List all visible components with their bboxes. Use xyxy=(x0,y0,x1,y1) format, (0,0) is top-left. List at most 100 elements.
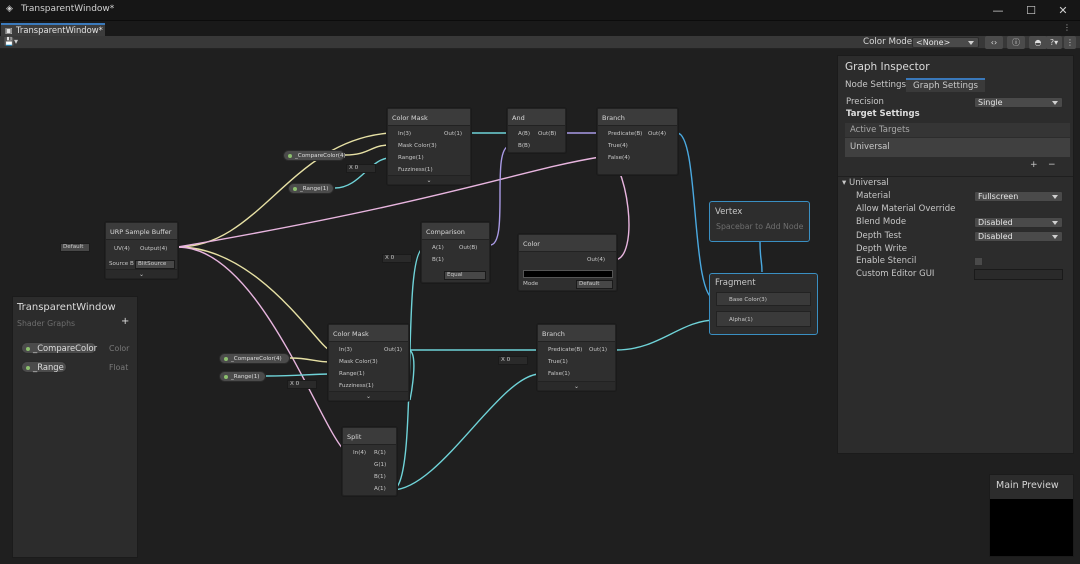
port-a[interactable]: A(1) xyxy=(432,245,444,251)
tab-graph-settings[interactable]: Graph Settings xyxy=(906,78,986,92)
port-mask-color[interactable]: Mask Color(3) xyxy=(398,143,437,149)
port-a[interactable]: A(B) xyxy=(518,131,531,137)
material-label: Material xyxy=(856,191,891,201)
node-expand-chevron-icon[interactable]: ⌄ xyxy=(106,269,177,278)
port-out[interactable]: Out(1) xyxy=(444,131,463,137)
add-property-button[interactable]: + xyxy=(121,316,130,327)
code-icon[interactable]: ‹› xyxy=(985,36,1003,49)
tab-node-settings[interactable]: Node Settings xyxy=(845,80,907,90)
add-target-button[interactable]: + xyxy=(1030,160,1038,170)
port-true[interactable]: True(4) xyxy=(608,143,628,149)
node-branch-1[interactable]: Branch Predicate(B) True(4) False(4) Out… xyxy=(597,108,678,175)
fuzziness-input-2[interactable]: X 0 xyxy=(287,380,317,389)
property-node-range-2[interactable]: _Range(1) xyxy=(219,371,266,382)
node-expand-chevron-icon[interactable]: ⌄ xyxy=(388,175,470,184)
port-b[interactable]: B(1) xyxy=(374,474,386,480)
port-out[interactable]: Out(4) xyxy=(648,131,667,137)
preview-sphere-icon[interactable]: ◓ xyxy=(1029,36,1047,49)
true-input[interactable]: X 0 xyxy=(498,356,528,365)
property-range[interactable]: _Range xyxy=(21,361,67,373)
port-b[interactable]: B(B) xyxy=(518,143,531,149)
node-and[interactable]: And A(B) B(B) Out(B) xyxy=(507,108,566,153)
node-title: URP Sample Buffer xyxy=(106,223,177,240)
depth-test-label: Depth Test xyxy=(856,231,902,241)
port-a[interactable]: A(1) xyxy=(374,486,386,492)
node-color-mask-1[interactable]: Color Mask In(3) Mask Color(3) Range(1) … xyxy=(387,108,471,185)
fuzziness-input[interactable]: X 0 xyxy=(346,164,376,173)
options-icon[interactable]: ⋮ xyxy=(1064,36,1076,49)
more-icon[interactable]: ⋮ xyxy=(1063,23,1071,32)
port-in[interactable]: In(3) xyxy=(339,347,353,353)
port-out[interactable]: Out(1) xyxy=(589,347,608,353)
color-mode-dropdown[interactable]: <None> xyxy=(912,37,979,48)
source-buffer-dropdown[interactable]: BlitSource xyxy=(135,260,175,269)
depth-write-label: Depth Write xyxy=(856,244,908,254)
port-uv[interactable]: UV(4) xyxy=(114,246,130,252)
port-out[interactable]: Out(B) xyxy=(538,131,557,137)
property-compare-color[interactable]: _CompareColor xyxy=(21,342,97,354)
preview-viewport[interactable] xyxy=(990,499,1073,556)
port-true[interactable]: True(1) xyxy=(548,359,568,365)
port-in[interactable]: In(4) xyxy=(353,450,367,456)
minimize-button[interactable]: — xyxy=(992,4,1004,17)
port-predicate[interactable]: Predicate(B) xyxy=(548,347,583,353)
active-targets-header: Active Targets xyxy=(845,123,1070,137)
port-b[interactable]: B(1) xyxy=(432,257,444,263)
material-dropdown[interactable]: Fullscreen xyxy=(974,191,1063,202)
node-expand-chevron-icon[interactable]: ⌄ xyxy=(538,381,615,390)
port-predicate[interactable]: Predicate(B) xyxy=(608,131,643,137)
custom-editor-field[interactable] xyxy=(974,269,1063,280)
node-title: Color Mask xyxy=(388,109,470,126)
tab-transparent-window[interactable]: ▣ TransparentWindow* xyxy=(1,23,105,36)
node-color[interactable]: Color Out(4) Mode Default xyxy=(518,234,617,291)
port-out[interactable]: Out(B) xyxy=(459,245,478,251)
vertex-context[interactable]: Vertex Spacebar to Add Node xyxy=(709,201,810,242)
block-base-color[interactable]: Base Color(3) xyxy=(716,292,811,306)
port-false[interactable]: False(1) xyxy=(548,371,570,377)
port-range[interactable]: Range(1) xyxy=(398,155,424,161)
port-out[interactable]: Out(4) xyxy=(587,257,606,263)
comparison-mode-dropdown[interactable]: Equal xyxy=(444,271,486,280)
color-swatch[interactable] xyxy=(523,270,613,278)
save-asset-button[interactable]: 💾▾ xyxy=(4,37,18,46)
close-button[interactable]: ✕ xyxy=(1058,4,1068,17)
info-icon[interactable]: ⓘ xyxy=(1007,36,1025,49)
shader-graph-icon: ▣ xyxy=(5,26,13,35)
divider xyxy=(838,176,1073,177)
help-icon[interactable]: ?▾ xyxy=(1046,36,1062,49)
enable-stencil-checkbox[interactable] xyxy=(974,257,983,266)
port-r[interactable]: R(1) xyxy=(374,450,386,456)
node-split[interactable]: Split In(4) R(1) G(1) B(1) A(1) xyxy=(342,427,397,496)
universal-foldout[interactable]: ▾ Universal xyxy=(842,178,889,188)
port-out[interactable]: Out(1) xyxy=(384,347,403,353)
port-mask-color[interactable]: Mask Color(3) xyxy=(339,359,378,365)
blackboard-subtitle: Shader Graphs xyxy=(17,319,76,328)
active-target-item[interactable]: Universal xyxy=(845,138,1070,157)
block-alpha[interactable]: Alpha(1) xyxy=(716,311,811,327)
property-node-range-1[interactable]: _Range(1) xyxy=(288,183,334,194)
port-output[interactable]: Output(4) xyxy=(140,246,168,252)
port-false[interactable]: False(4) xyxy=(608,155,630,161)
node-color-mask-2[interactable]: Color Mask In(3) Mask Color(3) Range(1) … xyxy=(328,324,409,401)
port-g[interactable]: G(1) xyxy=(374,462,387,468)
port-fuzziness[interactable]: Fuzziness(1) xyxy=(398,167,433,173)
node-comparison[interactable]: Comparison A(1) B(1) Out(B) Equal xyxy=(421,222,490,283)
blend-mode-dropdown[interactable]: Disabled xyxy=(974,217,1063,228)
node-expand-chevron-icon[interactable]: ⌄ xyxy=(329,391,408,400)
remove-target-button[interactable]: − xyxy=(1048,160,1056,170)
port-in[interactable]: In(3) xyxy=(398,131,412,137)
property-node-compare-color-1[interactable]: _CompareColor(4) xyxy=(283,150,346,161)
uv-default-dropdown[interactable]: Default xyxy=(60,243,90,252)
port-fuzziness[interactable]: Fuzziness(1) xyxy=(339,383,374,389)
tab-row xyxy=(0,21,1080,36)
precision-dropdown[interactable]: Single xyxy=(974,97,1063,108)
property-node-compare-color-2[interactable]: _CompareColor(4) xyxy=(219,353,290,364)
port-range[interactable]: Range(1) xyxy=(339,371,365,377)
node-urp-sample-buffer[interactable]: URP Sample Buffer UV(4) Output(4) Source… xyxy=(105,222,178,279)
color-mode-dropdown[interactable]: Default xyxy=(576,280,613,289)
fragment-context[interactable]: Fragment Base Color(3) Alpha(1) xyxy=(709,273,818,335)
maximize-button[interactable]: ☐ xyxy=(1026,4,1036,17)
node-branch-2[interactable]: Branch Predicate(B) True(1) False(1) Out… xyxy=(537,324,616,391)
b-input[interactable]: X 0 xyxy=(382,254,412,263)
depth-test-dropdown[interactable]: Disabled xyxy=(974,231,1063,242)
